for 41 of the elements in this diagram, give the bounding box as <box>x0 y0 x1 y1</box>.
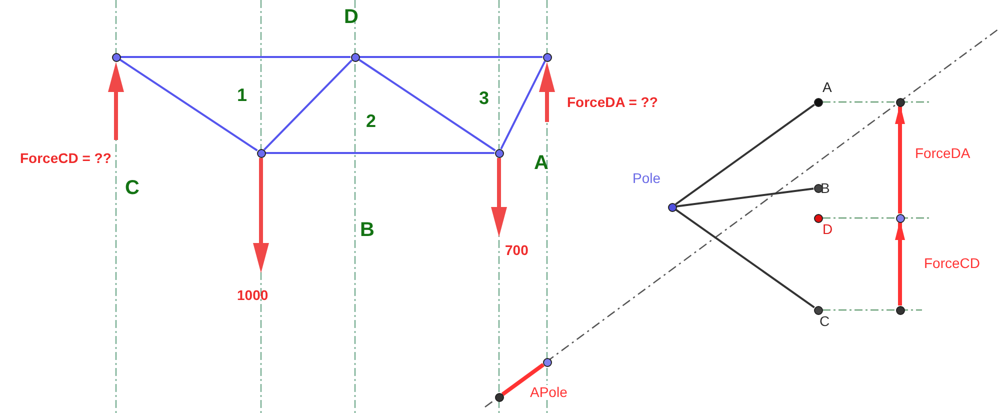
point-dot <box>494 148 504 158</box>
point-dot <box>256 148 266 158</box>
force-vector <box>895 220 905 306</box>
force-vector <box>895 104 905 214</box>
region-letter: A <box>534 152 548 175</box>
point-label: Pole <box>632 170 661 186</box>
point-label: C <box>820 312 830 328</box>
member-line <box>360 56 542 58</box>
point-dot <box>542 358 552 366</box>
force-label: 700 <box>505 242 528 258</box>
force-label: 1000 <box>237 287 268 303</box>
region-letter: D <box>344 6 358 29</box>
member-line <box>263 60 353 150</box>
member-line <box>675 104 815 206</box>
member-line <box>266 152 494 154</box>
region-letter: C <box>125 177 140 200</box>
point-label: B <box>820 180 830 196</box>
edge-label: ForceDA <box>915 146 970 160</box>
edge-label: ForceCD <box>924 256 980 270</box>
region-letter: B <box>360 219 374 242</box>
region-number: 2 <box>366 111 376 132</box>
member-line <box>358 58 496 152</box>
member-line <box>120 56 350 58</box>
point-dot <box>494 392 504 402</box>
point-dot <box>896 214 904 222</box>
point-dot <box>896 306 904 314</box>
member-line <box>500 60 546 150</box>
force-label: ForceCD = ?? <box>20 150 112 166</box>
member-line <box>675 208 815 308</box>
member-line <box>676 188 814 208</box>
point-label: A <box>822 78 832 94</box>
point-dot <box>112 52 120 62</box>
force-label: ForceDA = ?? <box>567 94 658 110</box>
member-line <box>119 58 258 152</box>
point-dot <box>542 52 552 62</box>
point-label: D <box>822 220 833 236</box>
point-dot <box>896 98 904 106</box>
region-number: 1 <box>237 85 248 106</box>
edge-label: APole <box>530 385 568 399</box>
point-dot <box>350 52 360 62</box>
region-number: 3 <box>479 88 490 109</box>
